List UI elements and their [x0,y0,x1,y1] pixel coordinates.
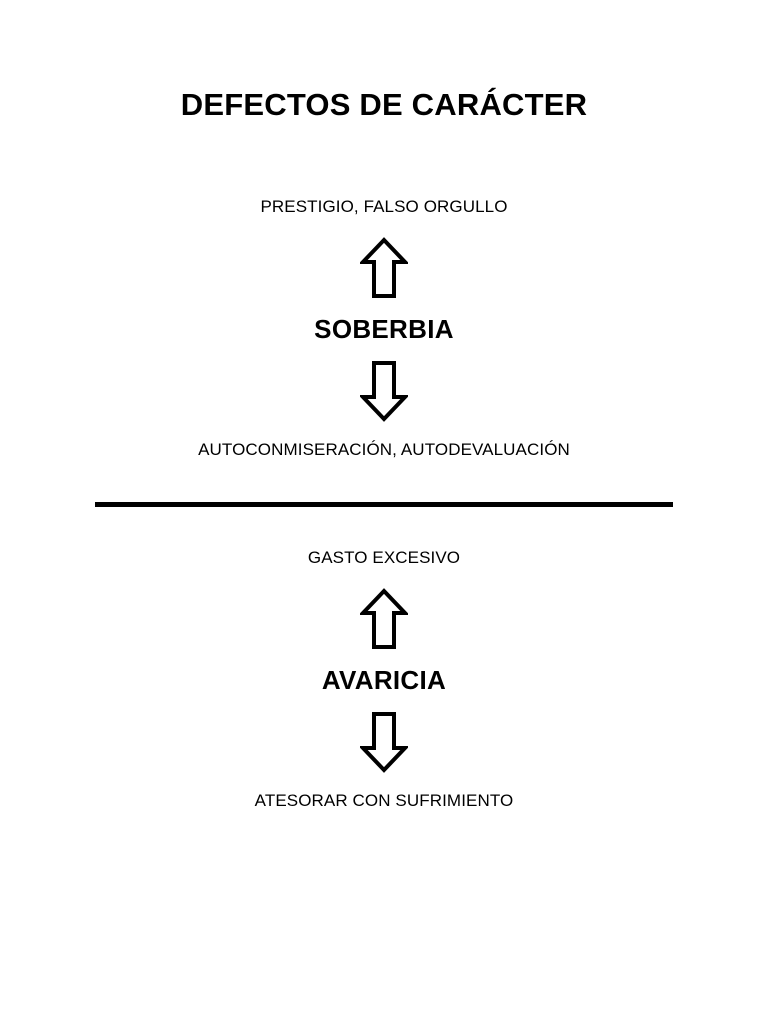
divider-line [95,502,673,508]
page-title: DEFECTOS DE CARÁCTER [180,87,588,122]
soberbia-caption-above: PRESTIGIO, FALSO ORGULLO [260,197,508,217]
arrow-down-icon [360,360,408,423]
soberbia-heading: SOBERBIA [314,313,454,344]
section-avaricia: GASTO EXCESIVO AVARICIA ATESORAR CON SUF… [0,548,768,811]
section-divider [0,502,768,508]
avaricia-caption-above: GASTO EXCESIVO [307,548,461,568]
avaricia-heading: AVARICIA [321,664,447,695]
arrow-up-icon [360,587,408,650]
avaricia-caption-below: ATESORAR CON SUFRIMIENTO [254,791,514,811]
arrow-up-icon [360,236,408,299]
arrow-down-icon [360,711,408,774]
section-soberbia: PRESTIGIO, FALSO ORGULLO SOBERBIA AUTOCO… [0,197,768,460]
soberbia-caption-below: AUTOCONMISERACIÓN, AUTODEVALUACIÓN [198,440,570,460]
